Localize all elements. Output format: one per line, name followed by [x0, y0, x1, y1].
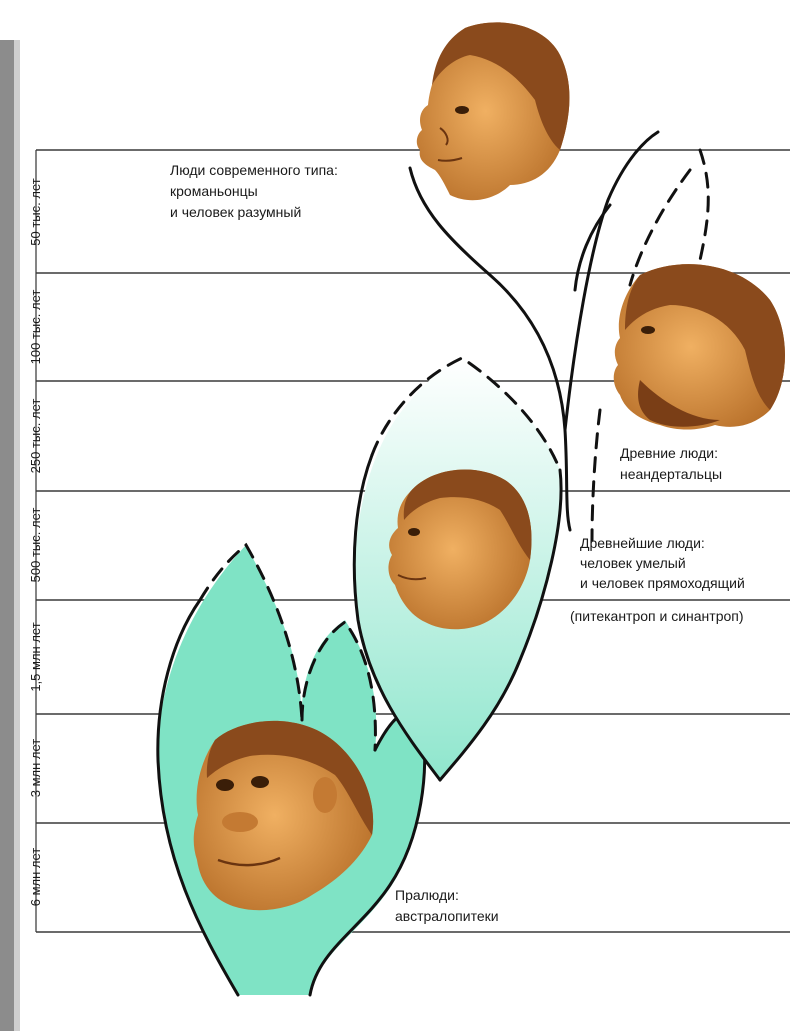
oldest-humans-line-4: (питекантроп и синантроп) [570, 608, 744, 624]
period-label-1-5m: 1,5 млн лет [28, 622, 43, 691]
modern-humans-label: Люди современного типа: кроманьонцы и че… [170, 162, 338, 220]
neanderthal-stem [575, 205, 610, 290]
oldest-humans-title: Древнейшие люди: [580, 535, 705, 551]
left-frame-shade [14, 40, 20, 1031]
modern-humans-line-2: кроманьонцы [170, 183, 258, 199]
left-frame-bar [0, 40, 14, 1031]
prehumans-label: Пралюди: австралопитеки [395, 887, 499, 924]
prehumans-title: Пралюди: [395, 887, 459, 903]
neanderthal-dash-right [700, 150, 708, 260]
period-label-3m: 3 млн лет [28, 739, 43, 798]
neanderthal-head-image [614, 264, 785, 429]
period-label-250k: 250 тыс. лет [28, 399, 43, 474]
modern-humans-title: Люди современного типа: [170, 162, 338, 178]
period-label-6m: 6 млн лет [28, 848, 43, 907]
cro-magnon-head-image [417, 22, 570, 200]
prehumans-line-2: австралопитеки [395, 908, 499, 924]
ancient-humans-line-2: неандертальцы [620, 466, 722, 482]
neanderthal-dash-stem [592, 410, 600, 540]
period-label-100k: 100 тыс. лет [28, 290, 43, 365]
modern-humans-line-3: и человек разумный [170, 204, 301, 220]
ancient-humans-label: Древние люди: неандертальцы [620, 445, 722, 482]
period-label-500k: 500 тыс. лет [28, 508, 43, 583]
period-label-50k: 50 тыс. лет [28, 178, 43, 245]
oldest-humans-line-3: и человек прямоходящий [580, 575, 745, 591]
oldest-humans-line-2: человек умелый [580, 555, 686, 571]
ancient-humans-title: Древние люди: [620, 445, 718, 461]
oldest-humans-label: Древнейшие люди: человек умелый и челове… [570, 535, 745, 624]
